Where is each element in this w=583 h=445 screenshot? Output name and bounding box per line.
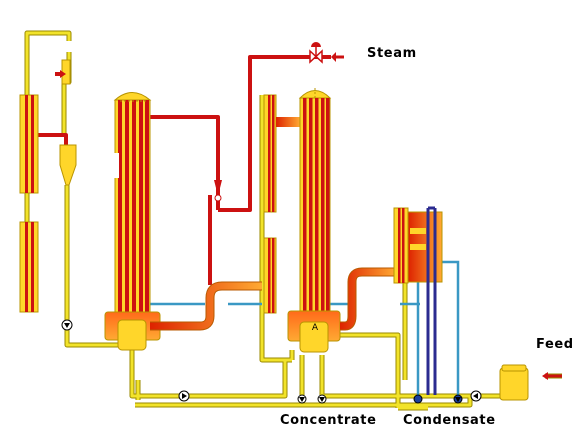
- vapor-crossover-1: [150, 281, 262, 331]
- feed-tank: [499, 364, 529, 401]
- circulation-pumps: [61, 319, 482, 404]
- condensate-label: Condensate: [403, 413, 496, 428]
- steam-control-valve: [309, 42, 323, 64]
- first-effect-evaporator: [104, 92, 161, 351]
- steam-label: Steam: [367, 46, 417, 61]
- vapor-crossover-2: [340, 267, 396, 331]
- preheater: [393, 207, 409, 284]
- liquid-pipes: [24, 30, 562, 411]
- concentrate-label: Concentrate: [280, 413, 377, 428]
- separator-mark: A: [312, 323, 319, 333]
- left-preheater-column: [19, 94, 39, 313]
- feed-label: Feed: [536, 337, 574, 352]
- steam-trap: [214, 180, 222, 202]
- condenser: [407, 206, 443, 395]
- steam-pipes: [30, 55, 331, 285]
- flow-arrows: A: [55, 52, 562, 380]
- second-effect-evaporator: [263, 88, 341, 353]
